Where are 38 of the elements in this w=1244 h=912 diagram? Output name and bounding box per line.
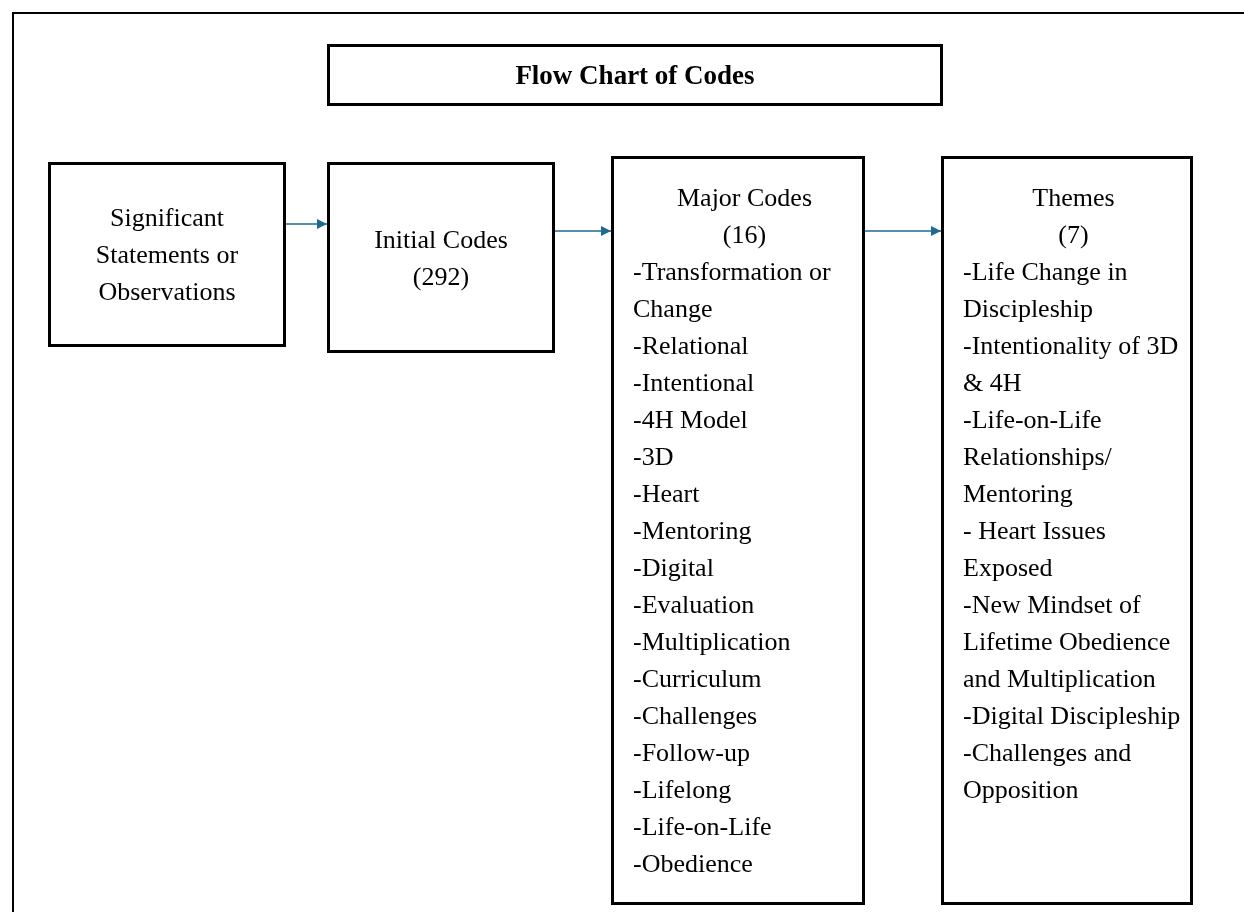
- list-item: -Life-on-Life Relationships/ Mentoring: [963, 404, 1113, 510]
- list-item: -Lifelong: [633, 774, 733, 806]
- box-heading: (16): [722, 219, 767, 251]
- list-item: -Evaluation: [633, 589, 756, 621]
- box-heading: Major Codes: [676, 182, 812, 214]
- list-item: -Curriculum: [633, 663, 763, 695]
- list-item: -New Mindset of Lifetime Obedience and Multiplication: [963, 589, 1172, 695]
- process-box: [48, 162, 286, 347]
- process-box: [611, 156, 865, 905]
- list-item: -Life Change in Discipleship: [963, 256, 1129, 325]
- list-item: -Challenges and Opposition: [963, 737, 1133, 806]
- arrow: [285, 219, 328, 229]
- list-item: -Intentionality of 3D & 4H: [963, 330, 1180, 399]
- list-item: -Challenges: [633, 700, 759, 732]
- list-item: -Relational: [633, 330, 750, 362]
- list-item: -Multiplication: [633, 626, 792, 658]
- box-heading: Themes: [1032, 182, 1115, 214]
- process-box: [327, 162, 555, 353]
- title-box: Flow Chart of Codes: [327, 44, 943, 106]
- list-item: -Heart: [633, 478, 701, 510]
- list-item: -Digital Discipleship: [963, 700, 1182, 732]
- box-heading: Initial Codes: [374, 223, 508, 256]
- list-item: -Mentoring: [633, 515, 753, 547]
- list-item: -4H Model: [633, 404, 749, 436]
- list-item: -Intentional: [633, 367, 756, 399]
- box-heading: (292): [412, 260, 470, 293]
- list-item: -Obedience: [633, 848, 754, 880]
- process-box: [941, 156, 1193, 905]
- list-item: -3D: [633, 441, 675, 473]
- list-item: - Heart Issues Exposed: [963, 515, 1107, 584]
- box-heading: (7): [1058, 219, 1089, 251]
- list-item: -Digital: [633, 552, 715, 584]
- list-item: -Follow-up: [633, 737, 751, 769]
- list-item: -Life-on-Life: [633, 811, 773, 843]
- arrow: [864, 226, 942, 236]
- list-item: -Transformation or Change: [633, 256, 832, 325]
- arrow: [554, 226, 612, 236]
- box-heading: Significant Statements or Observations: [94, 202, 240, 308]
